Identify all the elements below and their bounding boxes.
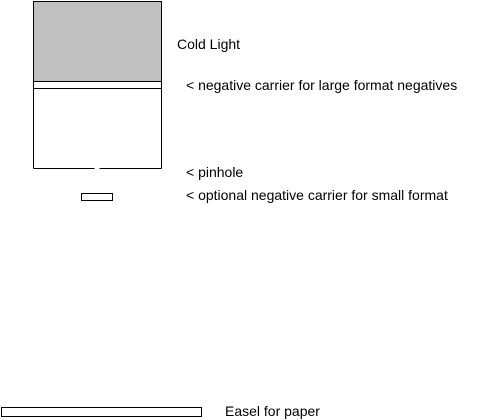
easel-label: Easel for paper bbox=[225, 403, 320, 419]
small-format-negative-carrier bbox=[81, 193, 113, 201]
pinhole-label: < pinhole bbox=[186, 164, 244, 180]
large-carrier-label: < negative carrier for large format nega… bbox=[186, 77, 458, 93]
large-format-negative-carrier bbox=[33, 81, 162, 89]
paper-easel bbox=[1, 407, 202, 417]
cold-light-label: Cold Light bbox=[177, 36, 241, 52]
small-carrier-label: < optional negative carrier for small fo… bbox=[186, 187, 448, 203]
cold-light-head bbox=[33, 1, 162, 82]
